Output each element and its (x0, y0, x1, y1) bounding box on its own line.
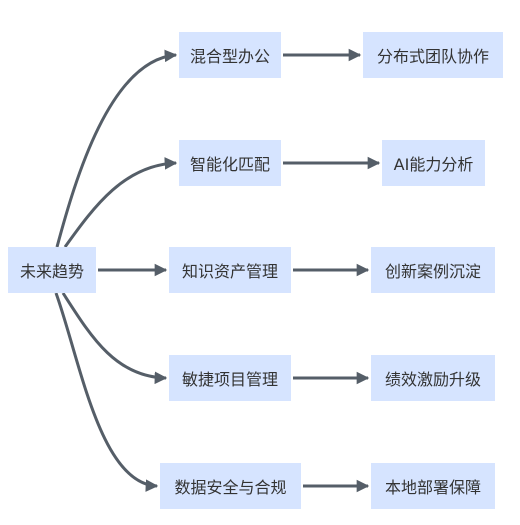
node-ai-capability-analysis: AI能力分析 (382, 140, 485, 186)
node-local-deployment-guarantee: 本地部署保障 (371, 463, 495, 509)
node-performance-incentive-upgrade: 绩效激励升级 (371, 355, 495, 401)
node-agile-project-management: 敏捷项目管理 (169, 355, 291, 401)
node-innovation-case-precipitation: 创新案例沉淀 (371, 247, 495, 293)
edge-root-a2 (63, 157, 178, 248)
node-future-trends: 未来趋势 (8, 247, 96, 293)
node-knowledge-asset-management: 知识资产管理 (169, 247, 291, 293)
node-hybrid-office: 混合型办公 (179, 32, 281, 78)
node-distributed-collaboration: 分布式团队协作 (363, 32, 503, 78)
edge-root-a5 (54, 292, 159, 492)
edge-root-a1 (55, 49, 178, 248)
edge-root-a4 (61, 292, 168, 385)
node-data-security-compliance: 数据安全与合规 (160, 463, 301, 509)
node-smart-matching: 智能化匹配 (179, 140, 281, 186)
